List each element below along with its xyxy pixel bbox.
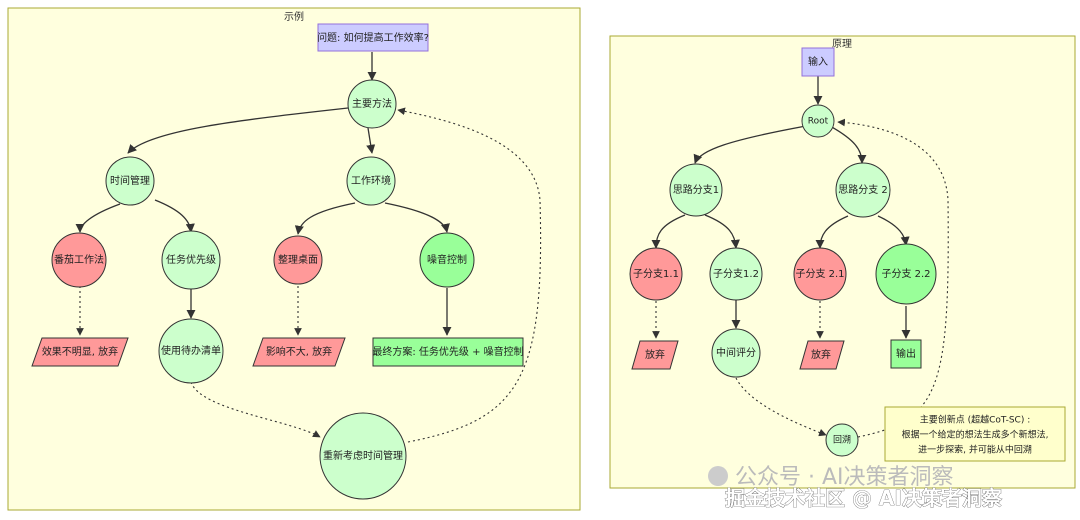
note-line1: 主要创新点 (超越CoT-SC) : xyxy=(920,414,1030,426)
todo-label: 使用待办清单 xyxy=(161,344,221,357)
final-plan-node xyxy=(372,337,524,367)
final-plan-label: 最终方案: 任务优先级 + 噪音控制 xyxy=(372,345,523,358)
time-mgmt-label: 时间管理 xyxy=(110,174,150,187)
sub11-node xyxy=(629,247,683,301)
branch1-label: 思路分支1 xyxy=(673,183,719,196)
todo-node xyxy=(158,318,224,384)
backtrack-label: 回溯 xyxy=(833,434,851,446)
root-label: Root xyxy=(808,117,829,127)
branch1-node xyxy=(669,163,723,217)
work-env-node xyxy=(346,156,396,206)
priority-label: 任务优先级 xyxy=(166,253,216,266)
abandon2-node xyxy=(799,340,845,370)
question-label: 问题: 如何提高工作效率? xyxy=(317,31,429,44)
note-line2: 根据一个给定的想法生成多个新想法, xyxy=(902,429,1049,441)
main-method-node xyxy=(347,79,397,129)
main-method-label: 主要方法 xyxy=(352,97,392,110)
time-mgmt-node xyxy=(105,156,155,206)
abandon1-node xyxy=(631,340,679,370)
little-effect-node xyxy=(252,337,346,367)
pomodoro-label: 番茄工作法 xyxy=(54,253,104,266)
pomodoro-node xyxy=(51,232,107,288)
desk-node xyxy=(273,235,323,285)
sub12-label: 子分支1.2 xyxy=(713,268,759,280)
reconsider-node xyxy=(319,412,407,500)
watermark: 公众号 · AI决策者洞察 掘金技术社区 @ AI决策者洞察 xyxy=(708,465,1003,510)
reconsider-label: 重新考虑时间管理 xyxy=(323,449,403,462)
wechat-icon xyxy=(708,466,728,486)
sub22-node xyxy=(875,243,937,305)
innovation-note xyxy=(884,406,1066,462)
backtrack-node xyxy=(825,423,859,457)
eval-label: 中间评分 xyxy=(716,346,756,359)
desk-label: 整理桌面 xyxy=(278,253,318,266)
effect-unclear-node xyxy=(31,337,129,367)
effect-unclear-label: 效果不明显, 放弃 xyxy=(42,345,118,358)
priority-node xyxy=(161,230,221,290)
watermark-line1: 公众号 · AI决策者洞察 xyxy=(735,465,954,490)
sub12-node xyxy=(709,247,763,301)
work-env-label: 工作环境 xyxy=(351,174,391,187)
branch2-label: 思路分支 2 xyxy=(838,183,888,196)
note-line3: 进一步探索, 并可能从中回溯 xyxy=(918,444,1032,456)
output-label: 输出 xyxy=(896,347,916,360)
little-effect-label: 影响不大, 放弃 xyxy=(266,345,332,358)
abandon1-label: 放弃 xyxy=(645,348,665,361)
branch2-node xyxy=(835,162,891,218)
sub11-label: 子分支1.1 xyxy=(633,268,679,280)
noise-label: 噪音控制 xyxy=(427,253,467,266)
watermark-line2: 掘金技术社区 @ AI决策者洞察 xyxy=(725,486,1003,510)
sub21-node xyxy=(793,247,847,301)
input-node xyxy=(801,47,835,77)
sub22-label: 子分支 2.2 xyxy=(881,268,930,280)
right-panel-title: 原理 xyxy=(832,38,852,50)
abandon2-label: 放弃 xyxy=(811,348,831,361)
input-label: 输入 xyxy=(808,55,828,68)
root-node xyxy=(801,104,835,138)
left-edges xyxy=(75,52,542,443)
noise-node xyxy=(419,232,475,288)
left-panel-title: 示例 xyxy=(284,10,304,23)
eval-node xyxy=(711,328,761,378)
output-node xyxy=(890,339,922,369)
sub21-label: 子分支 2.1 xyxy=(795,268,844,280)
question-node xyxy=(317,23,429,52)
